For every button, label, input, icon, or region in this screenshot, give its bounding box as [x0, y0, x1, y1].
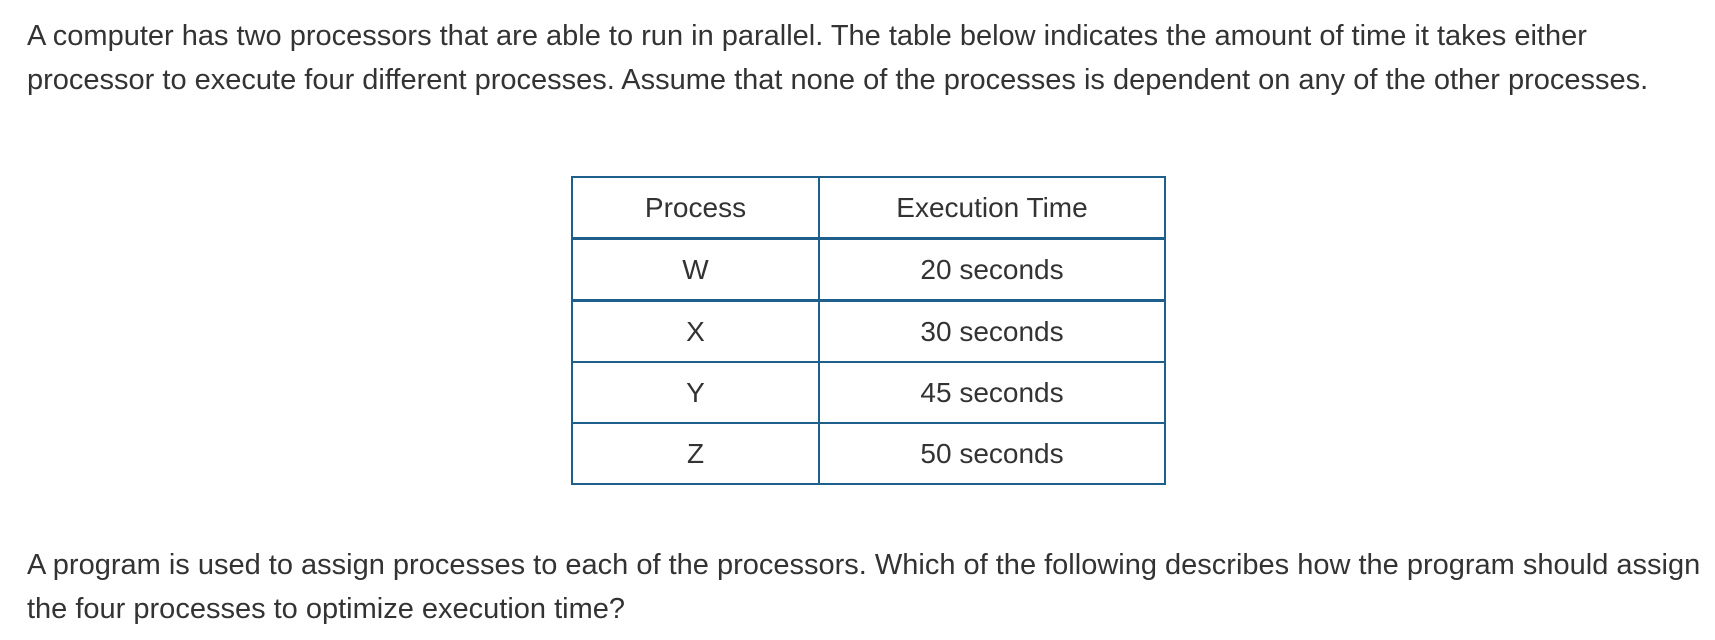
execution-time-cell: 50 seconds: [818, 422, 1166, 485]
process-cell: Z: [571, 422, 820, 485]
table-header-row: Process Execution Time: [571, 176, 1166, 240]
table-row: Z 50 seconds: [571, 422, 1166, 485]
process-table-container: Process Execution Time W 20 seconds X 30…: [571, 176, 1166, 485]
execution-time-cell: 45 seconds: [818, 361, 1166, 424]
question-paragraph: A program is used to assign processes to…: [27, 549, 1701, 625]
process-cell: W: [571, 237, 820, 302]
table-row: X 30 seconds: [571, 299, 1166, 363]
table-row: Y 45 seconds: [571, 361, 1166, 424]
header-execution-time: Execution Time: [818, 176, 1166, 240]
process-table: Process Execution Time W 20 seconds X 30…: [571, 176, 1166, 485]
intro-paragraph: A computer has two processors that are a…: [27, 20, 1649, 96]
table-row: W 20 seconds: [571, 237, 1166, 302]
process-cell: Y: [571, 361, 820, 424]
execution-time-cell: 20 seconds: [818, 237, 1166, 302]
header-process: Process: [571, 176, 820, 240]
execution-time-cell: 30 seconds: [818, 299, 1166, 363]
process-cell: X: [571, 299, 820, 363]
